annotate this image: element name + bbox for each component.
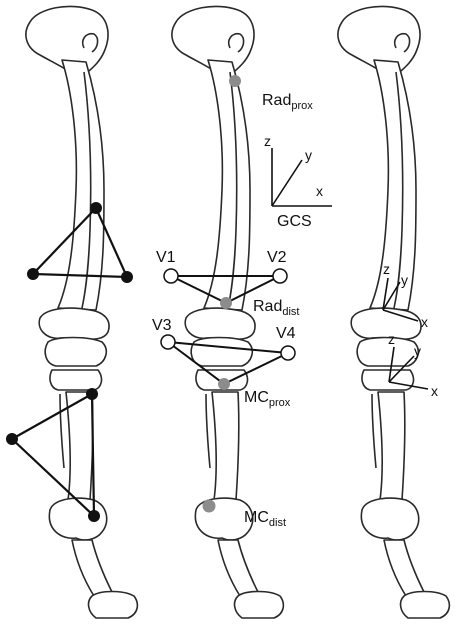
cluster-marker — [6, 433, 18, 445]
limb-right-fetlock — [361, 498, 418, 540]
cluster-marker — [27, 268, 39, 280]
cluster-marker — [121, 271, 133, 283]
upper-frame-z-label: z — [383, 261, 390, 277]
gcs-axes — [272, 148, 332, 206]
gcs-y-axis — [272, 160, 302, 206]
limb-left-hoof — [89, 592, 138, 619]
gcs-z-label: z — [264, 133, 271, 149]
v1-marker — [164, 269, 178, 283]
mc-prox-marker — [218, 378, 230, 390]
limb-middle-cannon — [212, 392, 239, 500]
rad-dist-marker — [220, 297, 232, 309]
v4-marker — [281, 346, 295, 360]
cluster-marker — [86, 388, 98, 400]
gcs-y-label: y — [305, 147, 312, 163]
rad-prox-marker — [229, 75, 241, 87]
limb-middle-carpals — [185, 308, 255, 339]
limb-left-cannon — [66, 392, 93, 500]
upper-frame-x-label: x — [421, 314, 428, 330]
limb-left-radius — [58, 60, 104, 310]
v1-label: V1 — [156, 249, 176, 266]
cluster-marker — [88, 510, 100, 522]
limb-middle-radius — [204, 60, 250, 310]
lower-frame-y-label: y — [414, 343, 421, 359]
v2-marker — [273, 269, 287, 283]
limb-right-cannon — [378, 392, 405, 500]
limb-right — [338, 6, 449, 618]
mc-dist-marker — [203, 500, 216, 513]
v2-label: V2 — [267, 249, 287, 266]
limb-middle-hoof — [235, 592, 284, 619]
v3-label: V3 — [152, 317, 172, 334]
gcs-label: GCS — [277, 213, 312, 230]
limb-right-hoof — [401, 592, 450, 619]
cluster-marker — [90, 202, 102, 214]
limb-left — [26, 6, 137, 618]
upper-frame-y-label: y — [401, 272, 408, 288]
limb-right-radius — [370, 60, 416, 310]
lower-frame-x-label: x — [431, 383, 438, 399]
lower-frame-z-label: z — [388, 331, 395, 347]
mc-prox-label: MCprox — [244, 389, 291, 409]
rad-prox-label: Radprox — [262, 92, 313, 112]
rad-dist-label: Raddist — [253, 298, 299, 318]
v3-marker — [161, 335, 175, 349]
limb-left-carpals — [39, 308, 109, 339]
limb-right-carpals — [351, 308, 421, 339]
gcs-x-label: x — [316, 183, 323, 199]
v4-label: V4 — [276, 325, 296, 342]
